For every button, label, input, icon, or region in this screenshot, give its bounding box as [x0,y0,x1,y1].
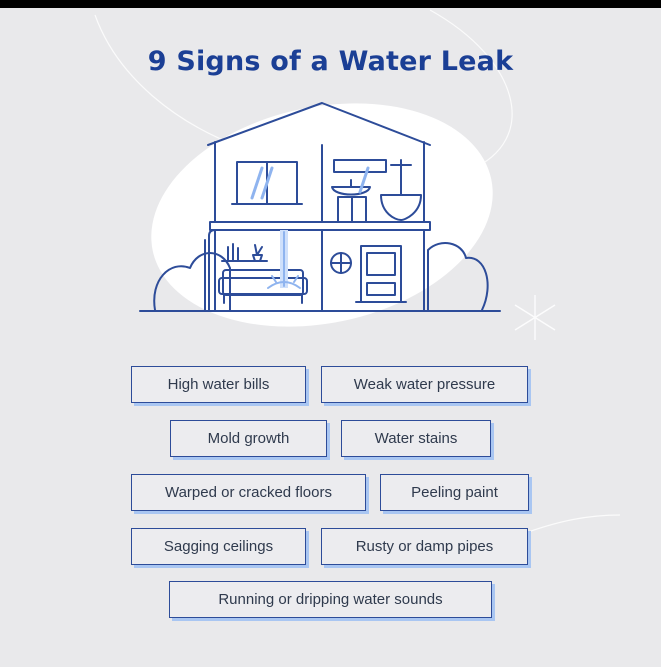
page-title: 9 Signs of a Water Leak [147,46,514,77]
sign-mold-growth: Mold growth [170,420,327,457]
sign-rusty-pipes: Rusty or damp pipes [321,528,528,565]
sign-high-water-bills: High water bills [131,366,306,403]
sign-water-stains: Water stains [341,420,491,457]
sign-water-sounds: Running or dripping water sounds [169,581,492,618]
top-bar [0,0,661,8]
sign-weak-water-pressure: Weak water pressure [321,366,528,403]
sign-peeling-paint: Peeling paint [380,474,529,511]
sign-warped-floors: Warped or cracked floors [131,474,366,511]
sign-sagging-ceilings: Sagging ceilings [131,528,306,565]
water-leak-icon [267,230,301,289]
